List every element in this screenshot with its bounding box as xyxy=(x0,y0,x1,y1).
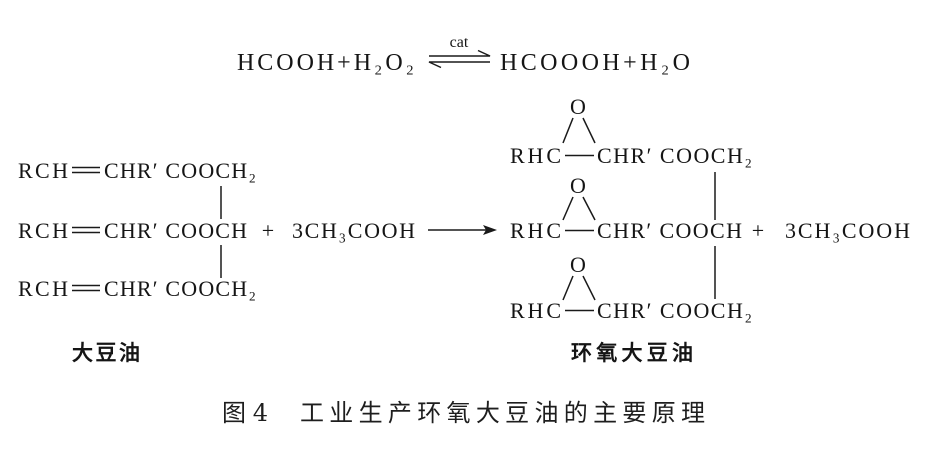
soybean-oil-row-1-chain: CHR′ COOCH₂ xyxy=(104,158,256,183)
equation-products: HCOOOH+H₂O xyxy=(500,50,690,76)
figure-caption: 图 4 工业生产环氧大豆油的主要原理 xyxy=(222,399,705,427)
soybean-oil-row-1-alkene-carbon: RCH xyxy=(18,158,68,183)
double-bond xyxy=(72,284,100,292)
reaction-arrow-head xyxy=(483,225,497,235)
performic-acid-equation: HCOOH+H₂O₂ cat HCOOOH+H₂O xyxy=(237,34,690,76)
reagent-plus-sign: + xyxy=(262,218,274,243)
epoxide-bond xyxy=(562,196,574,221)
soybean-oil-row-2-chain: CHR′ COOCH xyxy=(104,218,247,243)
epoxy-row-1-chain: CHR′ COOCH₂ xyxy=(597,143,752,168)
soybean-oil-label: 大豆油 xyxy=(72,341,140,365)
epoxy-row-3-carbon: RHC xyxy=(510,298,561,323)
epoxidized-soybean-oil-label: 环氧大豆油 xyxy=(571,341,693,365)
epoxide-oxygen: O xyxy=(570,94,586,119)
epoxy-row-2-carbon: RHC xyxy=(510,218,561,243)
double-bond xyxy=(72,166,100,174)
epoxy-row-3-chain: CHR′ COOCH₂ xyxy=(597,298,752,323)
epoxidized-soybean-oil-structure: O RHC CHR′ COOCH₂ O RHC CHR′ COOCH O RHC… xyxy=(510,94,752,365)
soybean-oil-row-3-alkene-carbon: RCH xyxy=(18,276,68,301)
epoxy-row-2-chain: CHR′ COOCH xyxy=(597,218,742,243)
epoxy-row-1-carbon: RHC xyxy=(510,143,561,168)
reaction-arrow xyxy=(428,225,497,235)
figure-number: 图 4 xyxy=(222,399,268,427)
reverse-harpoon xyxy=(428,61,490,69)
epoxide-bond xyxy=(582,275,596,301)
epoxide-bond xyxy=(562,275,574,301)
equilibrium-arrow xyxy=(428,49,491,69)
reagent-formula: 3CH₃COOH xyxy=(292,218,415,243)
epoxide-bond xyxy=(562,117,574,144)
soybean-oil-row-2-alkene-carbon: RCH xyxy=(18,218,68,243)
epoxide-oxygen: O xyxy=(570,252,586,277)
byproduct-formula: 3CH₃COOH xyxy=(785,218,910,243)
equation-reactants: HCOOH+H₂O₂ xyxy=(237,50,414,76)
soybean-oil-structure: RCH CHR′ COOCH₂ RCH CHR′ COOCH RCH CHR′ … xyxy=(18,158,256,365)
double-bond xyxy=(72,226,100,234)
byproduct-plus-sign: + xyxy=(752,218,764,243)
epoxide-oxygen: O xyxy=(570,173,586,198)
soybean-oil-row-3-chain: CHR′ COOCH₂ xyxy=(104,276,256,301)
figure-title: 工业生产环氧大豆油的主要原理 xyxy=(300,399,705,427)
catalyst-label: cat xyxy=(450,34,469,51)
epoxide-bond xyxy=(582,196,596,221)
epoxide-bond xyxy=(582,117,596,144)
forward-harpoon xyxy=(429,49,491,57)
